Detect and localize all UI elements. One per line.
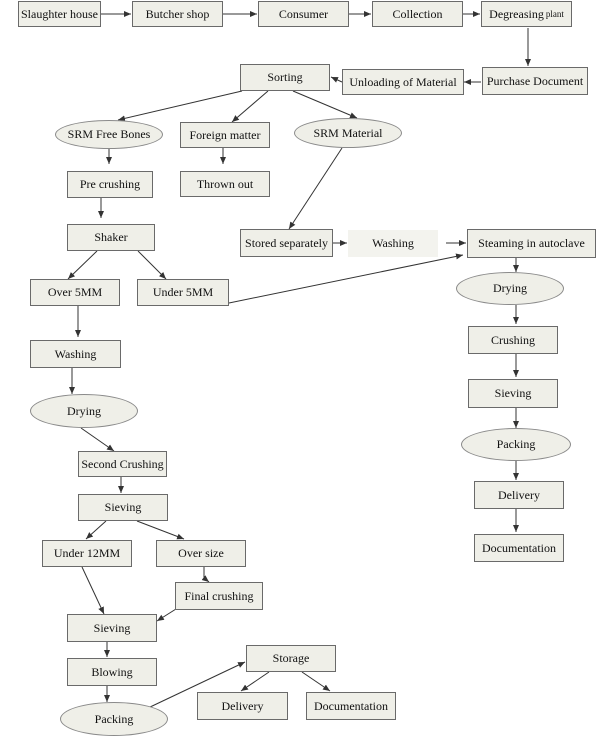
arrow-shaker-to-under5 [137,250,167,280]
node-under-5mm: Under 5MM [137,279,229,306]
arrow-srm-material-to-stored [288,147,343,230]
node-srm-free-bones: SRM Free Bones [55,120,163,149]
node-final-crushing: Final crushing [175,582,263,610]
node-unloading-of-material: Unloading of Material [342,69,464,95]
node-purchase-document: Purchase Document [482,67,588,95]
arrow-final-to-sieving2 [156,608,177,622]
arrow-drying-to-second [80,427,115,452]
arrow-unloading-to-sorting [330,76,343,83]
node-over-5mm: Over 5MM [30,279,120,306]
node-washing-left: Washing [30,340,121,368]
arrow-sorting-to-foreign [231,90,269,123]
arrow-sieving-to-oversize [136,520,185,540]
node-sorting: Sorting [240,64,330,91]
node-delivery-left: Delivery [197,692,288,720]
node-over-size: Over size [156,540,246,567]
arrow-storage-to-delivery [240,671,270,692]
node-consumer: Consumer [258,1,349,27]
node-drying-right: Drying [456,272,564,305]
arrow-under5-to-steaming [228,253,464,304]
arrow-shaker-to-over5 [67,250,98,280]
node-stored-separately: Stored separately [240,229,333,257]
node-storage: Storage [246,645,336,672]
node-washing-mid: Washing [348,230,438,257]
arrow-packing-to-storage [147,661,246,709]
node-sieving-1: Sieving [78,494,168,521]
node-slaughter-house: Slaughter house [18,1,101,27]
arrow-sorting-to-srm-material [292,90,358,119]
node-sieving-2: Sieving [67,614,157,642]
node-srm-material: SRM Material [294,118,402,148]
node-documentation-left: Documentation [306,692,396,720]
node-documentation-right: Documentation [474,534,564,562]
arrow-sieving-to-under12 [85,520,107,540]
node-drying-left: Drying [30,394,138,428]
arrow-sorting-to-srm-free [117,90,243,122]
node-thrown-out: Thrown out [180,171,270,197]
node-blowing: Blowing [67,658,157,686]
node-pre-crushing: Pre crushing [67,171,153,198]
node-collection: Collection [372,1,463,27]
node-second-crushing: Second Crushing [78,451,167,477]
node-steaming-in-autoclave: Steaming in autoclave [467,229,596,258]
node-shaker: Shaker [67,224,155,251]
node-sieving-right: Sieving [468,379,558,408]
arrow-under12-to-sieving2 [81,566,105,615]
node-packing-right: Packing [461,428,571,461]
node-butcher-shop: Butcher shop [132,1,223,27]
node-crushing-right: Crushing [468,326,558,354]
arrow-storage-to-documentation [301,671,331,692]
node-foreign-matter: Foreign matter [180,122,270,148]
arrow-oversize-to-final [201,567,210,583]
node-packing-left: Packing [60,702,168,736]
node-delivery-right: Delivery [474,481,564,509]
node-under-12mm: Under 12MM [42,540,132,567]
